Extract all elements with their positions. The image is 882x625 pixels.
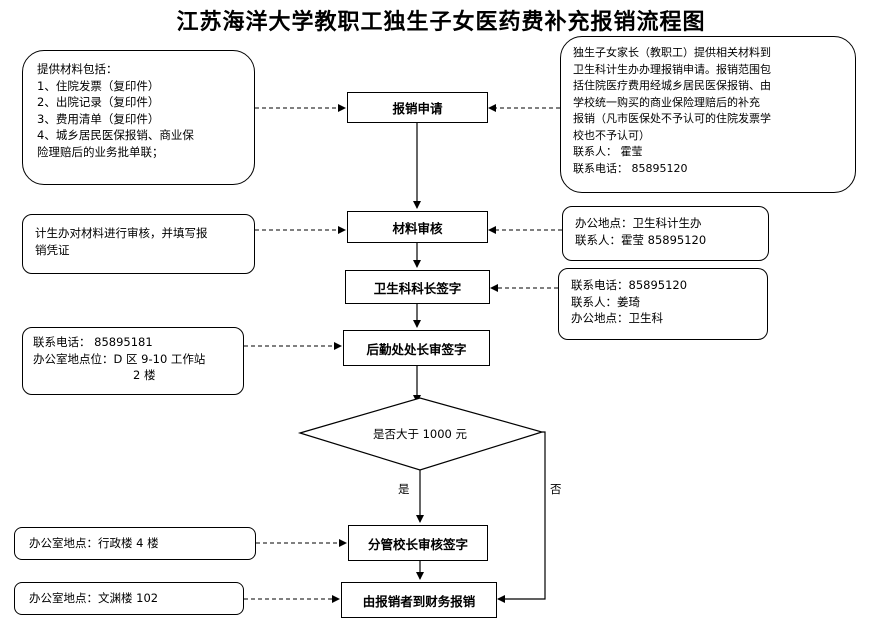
note-line: 校也不予认可） [573,128,650,142]
note-line: 联系电话：85895120 [571,278,688,292]
note-materials: 提供材料包括： 1、住院发票（复印件） 2、出院记录（复印件） 3、费用清单（复… [22,50,255,185]
note-line: 提供材料包括： [37,62,118,76]
note-line: 联系人： 霍莹 [573,145,643,158]
note-line: 4、城乡居民医保报销、商业保 [37,128,194,142]
note-logistics-left: 联系电话： 85895181 办公室地点位：D 区 9-10 工作站 2 楼 [22,327,244,395]
note-finance-left: 办公室地点：文渊楼 102 [14,582,244,615]
note-line: 计生办对材料进行审核，并填写报 [35,226,208,240]
note-line: 报销（凡市医保处不予认可的住院发票学 [573,112,771,125]
note-vp-left: 办公室地点：行政楼 4 楼 [14,527,256,560]
note-line: 联系人：姜琦 [571,294,640,309]
note-line: 销凭证 [35,242,70,257]
note-line: 办公室地点：行政楼 4 楼 [29,536,159,550]
note-review-right: 办公地点：卫生科计生办 联系人：霍莹 85895120 [562,206,769,261]
note-line: 险理赔后的业务批单联； [37,144,164,159]
note-review-left: 计生办对材料进行审核，并填写报 销凭证 [22,214,255,274]
note-apply-info: 独生子女家长（教职工）提供相关材料到 卫生科计生办办理报销申请。报销范围包 括住… [560,36,856,193]
step-logistics-chief: 后勤处处长审签字 [343,330,490,366]
step-apply: 报销申请 [347,92,488,123]
note-line: 学校统一购买的商业保险理赔后的补充 [573,95,760,109]
note-line: 办公室地点：文渊楼 102 [29,591,159,605]
note-line: 2 楼 [133,368,156,382]
decision-diamond [297,397,545,471]
arrow-decision-no [497,431,546,603]
step-review: 材料审核 [347,211,488,243]
branch-yes-label: 是 [398,482,410,496]
note-line: 卫生科计生办办理报销申请。报销范围包 [573,62,771,76]
step-vp-sign: 分管校长审核签字 [348,525,488,561]
note-line: 办公地点：卫生科计生办 [575,216,702,230]
step-finance: 由报销者到财务报销 [341,582,497,618]
diagram-title: 江苏海洋大学教职工独生子女医药费补充报销流程图 [176,10,706,35]
note-line: 独生子女家长（教职工）提供相关材料到 [573,46,771,59]
note-line: 3、费用清单（复印件） [37,111,160,126]
step-health-chief: 卫生科科长签字 [345,270,490,304]
note-line: 2、出院记录（复印件） [37,95,160,109]
decision-label: 是否大于 1000 元 [372,427,468,441]
note-health-right: 联系电话：85895120 联系人：姜琦 办公地点：卫生科 [558,268,768,340]
note-line: 联系电话： 85895120 [573,161,688,175]
note-line: 联系人：霍莹 85895120 [575,232,707,247]
note-line: 1、住院发票（复印件） [37,78,160,93]
note-line: 联系电话： 85895181 [33,335,153,349]
note-line: 括住院医疗费用经城乡居民医保报销、由 [573,79,771,92]
note-line: 办公地点：卫生科 [571,311,663,325]
note-line: 办公室地点位：D 区 9-10 工作站 [33,351,206,366]
branch-no-label: 否 [550,482,562,496]
